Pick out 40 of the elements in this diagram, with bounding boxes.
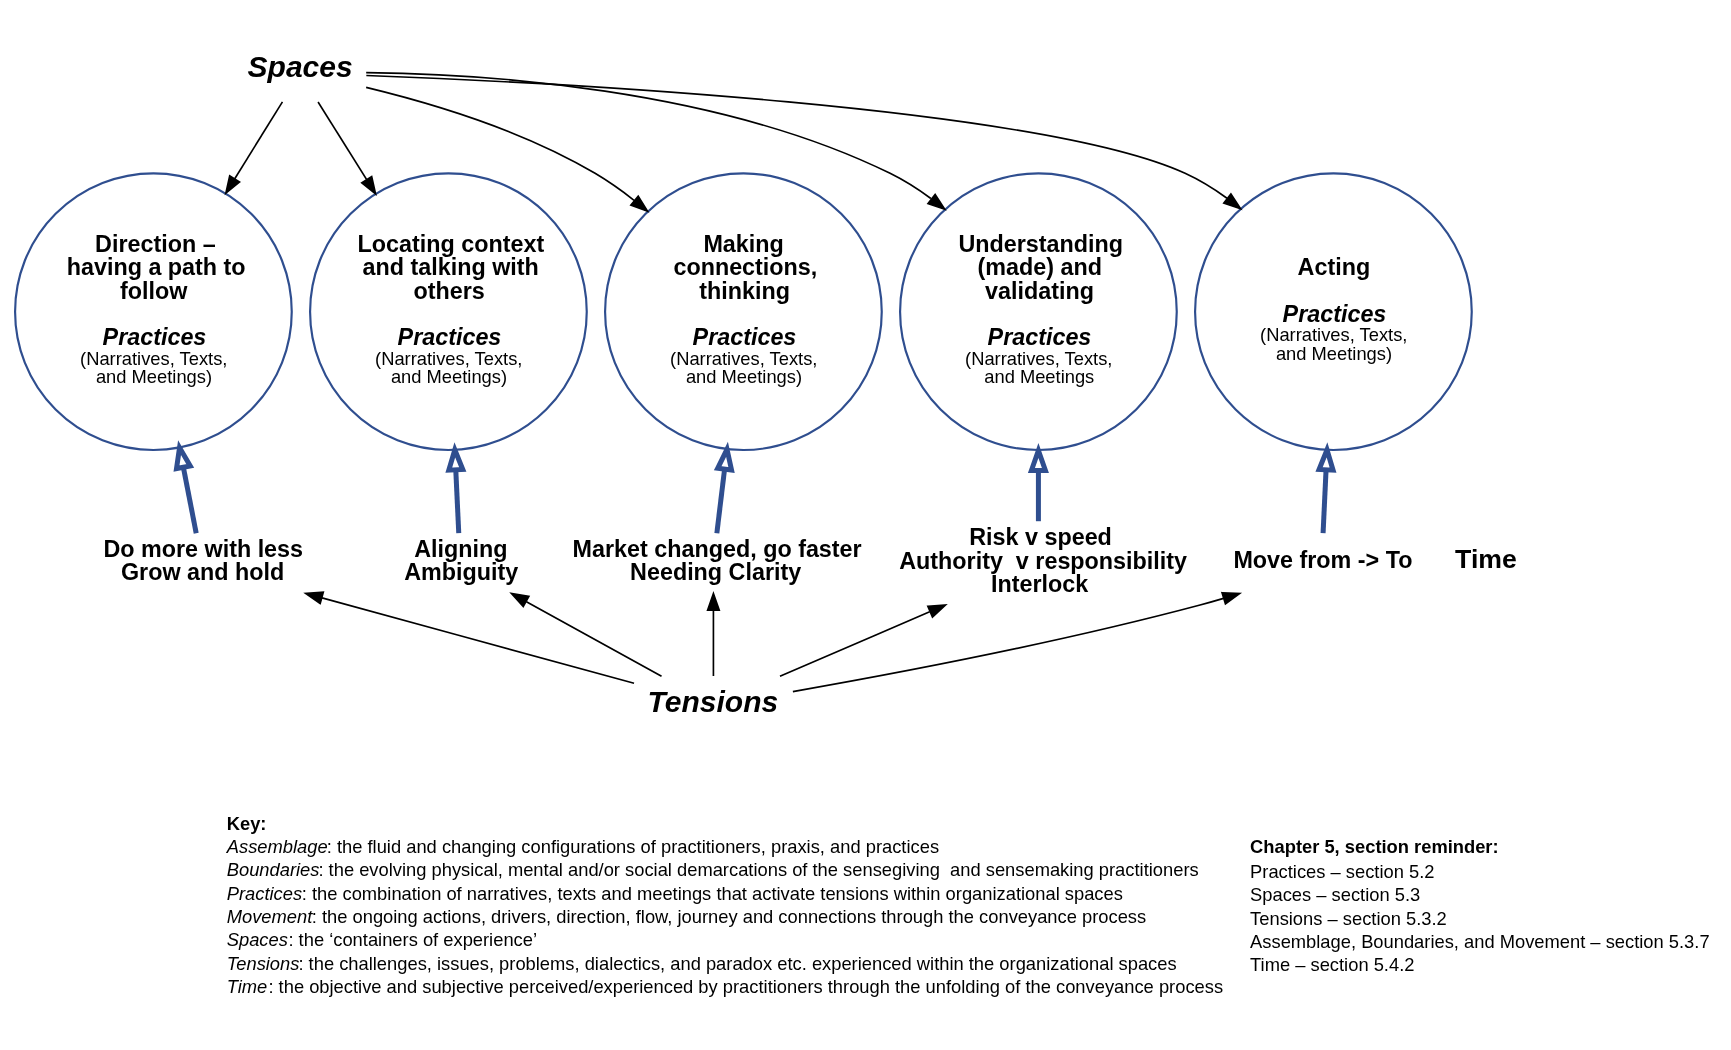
node-text: Tensions [647, 685, 779, 719]
node-text: Risk v speed Authority v responsibility Interlock [899, 524, 1188, 597]
label: Boundaries: the evolving physical, mental and/or social demarcations of the sensegiving and sensemaking practitioners [226, 859, 1199, 881]
node-text: Do more with less Grow and hold [103, 536, 304, 586]
label: Time [1455, 544, 1517, 574]
arrow [173, 440, 199, 534]
arrow [445, 442, 467, 534]
label: Tensions: the challenges, issues, problems, dialectics, and paradox etc. experienced within the organizational spaces [226, 952, 1177, 974]
node-circle: Making connections, thinking Practices (Narratives, Texts, and Meetings) [604, 172, 883, 452]
label: Time – section 5.4.2 [1250, 954, 1415, 976]
label: Assemblage, Boundaries, and Movement – section 5.3.7 [1250, 931, 1710, 952]
arrow [713, 441, 735, 534]
arrow [365, 74, 1243, 211]
arrow [792, 591, 1243, 693]
arrow [706, 590, 721, 677]
arrow [1315, 442, 1337, 534]
label: Practices: the combination of narratives, texts and meetings that activate tensions within organizational spaces [226, 882, 1123, 904]
label: Spaces – section 5.3 [1250, 884, 1421, 906]
node-circle: Understanding (made) and validating Practices (Narratives, Texts, and Meetings [899, 172, 1178, 452]
node-text: Aligning Ambiguity [404, 536, 519, 586]
node-text: Move from -> To [1233, 546, 1413, 573]
node-circle: Acting Practices (Narratives, Texts, and Meetings) [1194, 172, 1473, 452]
arrow [1027, 442, 1049, 522]
arrow [317, 101, 377, 196]
label: Key: [226, 812, 267, 834]
arrow [303, 591, 635, 685]
node-text: Spaces [247, 50, 353, 84]
label: Movement: the ongoing actions, drivers, direction, flow, journey and connections through the conveyance process [226, 906, 1147, 927]
arrow [779, 604, 948, 678]
label: Chapter 5, section reminder: [1250, 836, 1499, 857]
label: Spaces: the ‘containers of experience’ [226, 929, 538, 951]
label: Tensions – section 5.3.2 [1250, 907, 1447, 929]
arrow [224, 101, 284, 196]
label: Assemblage: the fluid and changing configurations of practitioners, praxis, and practices [226, 836, 940, 857]
node-text: Market changed, go faster Needing Clarity [572, 536, 862, 586]
label: Time: the objective and subjective perceived/experienced by practitioners through the unfolding of the conveyance process [226, 976, 1224, 997]
arrow [365, 86, 650, 213]
label: Practices – section 5.2 [1250, 861, 1435, 882]
arrow [365, 71, 947, 211]
arrow [509, 592, 663, 678]
